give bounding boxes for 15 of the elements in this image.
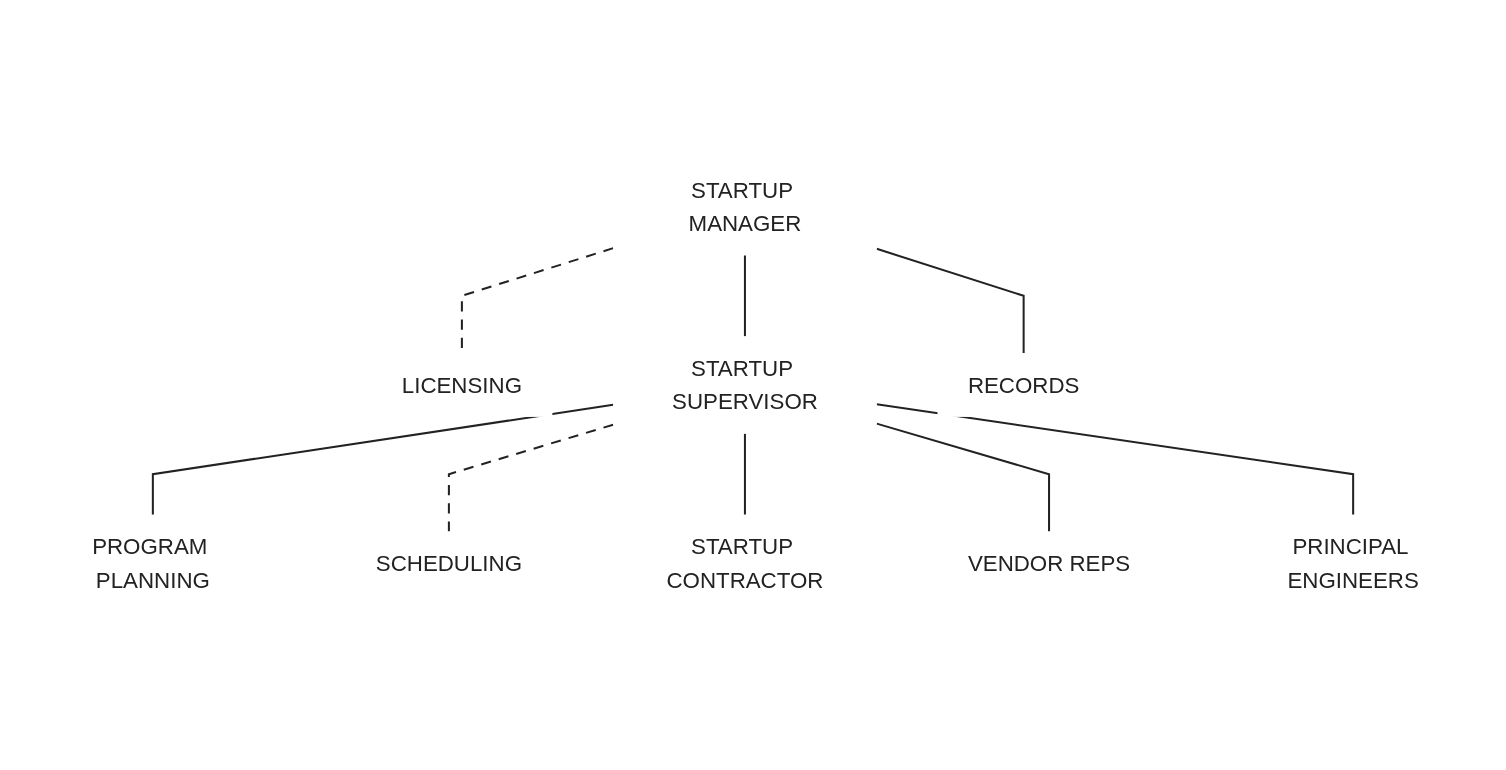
connector [876, 403, 1355, 515]
connector [151, 403, 614, 515]
node-text: STARTUP SUPERVISOR [672, 355, 818, 415]
connector [447, 423, 614, 532]
node-text: STARTUP MANAGER [688, 177, 802, 237]
connector [876, 422, 1051, 532]
node-text: PRINCIPAL ENGINEERS [1287, 533, 1419, 593]
node-text: STARTUP CONTRACTOR [666, 533, 824, 593]
node-text: PROGRAM PLANNING [92, 533, 210, 593]
node-text: VENDOR REPS [967, 550, 1131, 577]
connector [743, 255, 746, 337]
connector [876, 247, 1025, 354]
node-text: LICENSING [401, 372, 522, 398]
node-text: SCHEDULING [375, 550, 522, 577]
connector [743, 433, 746, 515]
